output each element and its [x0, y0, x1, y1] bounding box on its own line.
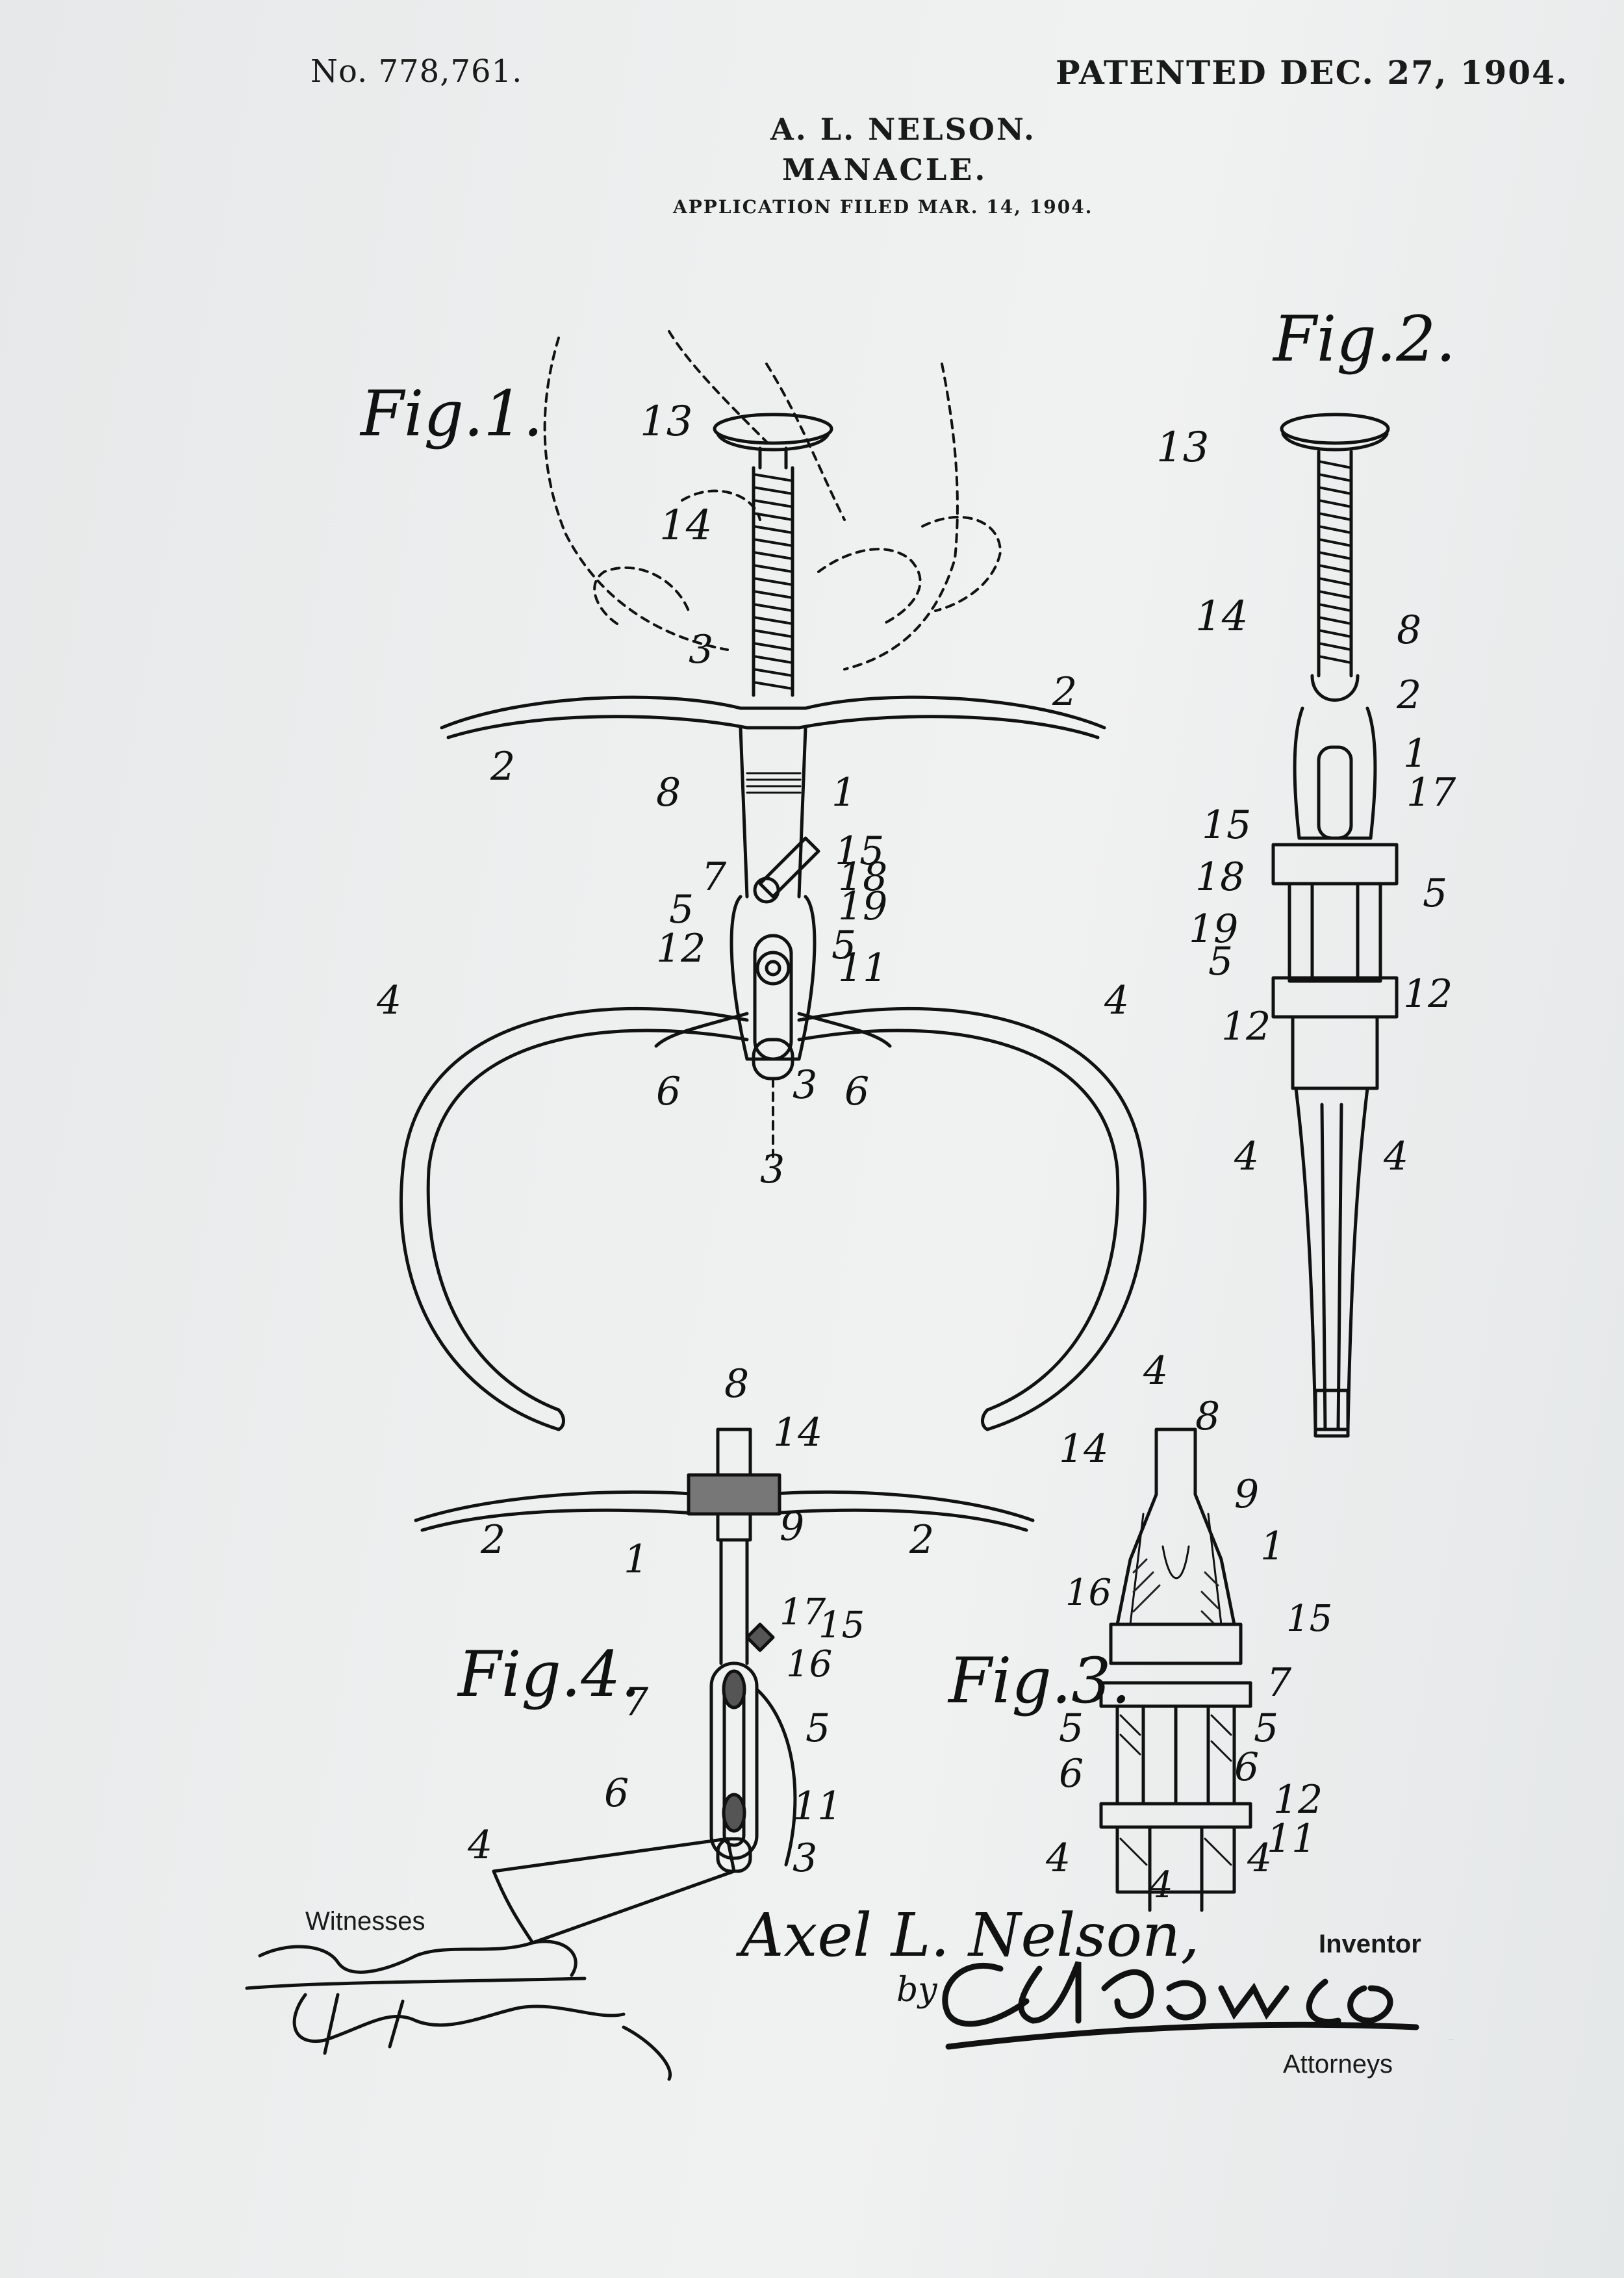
- ref-4: 4: [1143, 1348, 1168, 1394]
- ref-15: 15: [835, 828, 884, 874]
- ref-14: 14: [1059, 1426, 1108, 1472]
- witness-signatures: [245, 1939, 672, 2081]
- ref-5: 5: [1423, 871, 1447, 916]
- ref-4: 4: [1104, 978, 1129, 1023]
- attorneys-signature-mark: [942, 1961, 1419, 2050]
- attorneys-signature: C.A.Snow & Co.: [1449, 2040, 1454, 2041]
- ref-12: 12: [1403, 971, 1453, 1017]
- ref-3: 3: [793, 1062, 817, 1108]
- ref-1: 1: [831, 770, 856, 815]
- ref-4: 4: [1234, 1134, 1259, 1179]
- ref-5: 5: [669, 887, 694, 932]
- ref-3: 3: [793, 1836, 817, 1881]
- ref-19: 19: [1189, 906, 1238, 952]
- inventor-signature: Axel L. Nelson,: [735, 1900, 1200, 1970]
- ref-7: 7: [1267, 1660, 1292, 1706]
- fig1-drawing: [399, 330, 1147, 1431]
- ref-2: 2: [1052, 669, 1077, 715]
- ref-11: 11: [838, 945, 887, 991]
- ref-2: 2: [909, 1517, 934, 1563]
- ref-5: 5: [831, 923, 856, 968]
- ref-5: 5: [806, 1706, 830, 1751]
- ref-3: 3: [760, 1147, 785, 1192]
- ref-8: 8: [724, 1361, 749, 1407]
- ref-2: 2: [480, 1517, 505, 1563]
- ref-5: 5: [1254, 1706, 1278, 1751]
- ref-12: 12: [1273, 1777, 1323, 1823]
- invention-title: MANACLE.: [782, 152, 988, 187]
- ref-8: 8: [1397, 608, 1421, 653]
- fig3-caption: Fig.3.: [947, 1645, 1131, 1717]
- ref-13: 13: [640, 398, 692, 446]
- inventor-name: A. L. NELSON.: [770, 112, 1036, 147]
- ref-4: 4: [467, 1823, 492, 1868]
- ref-1: 1: [1260, 1524, 1285, 1569]
- fig2-caption: Fig.2.: [1272, 303, 1456, 376]
- patent-number: No. 778,761.: [311, 53, 523, 90]
- witnesses-label: Witnesses: [305, 1907, 425, 1936]
- ref-5: 5: [1208, 939, 1233, 984]
- fig4-caption: Fig.4.: [457, 1638, 641, 1711]
- patent-date: PATENTED DEC. 27, 1904.: [1056, 53, 1569, 92]
- ref-9: 9: [780, 1504, 804, 1550]
- ref-4: 4: [1383, 1134, 1408, 1179]
- ref-13: 13: [1156, 424, 1209, 472]
- ref-5: 5: [1059, 1706, 1084, 1751]
- fig1-caption: Fig.1.: [359, 378, 543, 450]
- fig3-labels: 4 8 14 9 1 16 15 7 5 5 6 6 12 11 4 4 4: [1045, 1348, 1332, 1906]
- ref-2: 2: [490, 744, 515, 789]
- by-label: by: [896, 1971, 937, 2010]
- fig1-labels: 13 14 3 2 2 8 1 15 7 18 19 5 5 12 11 4 4…: [376, 398, 1129, 1192]
- ref-3: 3: [689, 627, 713, 672]
- fig2-labels: 13 14 8 2 1 17 15 18 5 19 5 12 12 4 4: [1156, 424, 1456, 1179]
- ref-8: 8: [656, 770, 681, 815]
- ref-11: 11: [793, 1784, 842, 1829]
- fig4-drawing: [414, 1427, 1035, 1945]
- ref-14: 14: [659, 502, 712, 550]
- ref-6: 6: [604, 1771, 629, 1816]
- ref-4: 4: [1149, 1864, 1173, 1906]
- ref-4: 4: [376, 978, 401, 1023]
- application-filed-line: APPLICATION FILED MAR. 14, 1904.: [673, 196, 1093, 218]
- ref-1: 1: [1403, 731, 1428, 776]
- ref-6: 6: [1234, 1745, 1259, 1790]
- fig2-drawing: [1271, 413, 1399, 1438]
- ref-1: 1: [624, 1537, 648, 1582]
- attorneys-label: Attorneys: [1283, 2050, 1393, 2079]
- ref-6: 6: [1059, 1751, 1084, 1797]
- ref-14: 14: [773, 1410, 822, 1455]
- ref-2: 2: [1396, 672, 1421, 718]
- ref-18: 18: [838, 854, 887, 900]
- fig4-labels: 8 14 9 2 2 1 17 15 16 7 5 6 11 3 4: [467, 1361, 934, 1881]
- fig3-drawing: [1099, 1427, 1252, 1912]
- ref-19: 19: [838, 884, 887, 929]
- ref-12: 12: [1221, 1004, 1271, 1049]
- ref-12: 12: [656, 926, 705, 971]
- ref-15: 15: [1202, 802, 1251, 848]
- ref-14: 14: [1195, 593, 1248, 641]
- ref-18: 18: [1195, 854, 1245, 900]
- ref-4: 4: [1045, 1836, 1071, 1881]
- ref-16: 16: [786, 1643, 832, 1685]
- ref-8: 8: [1195, 1394, 1220, 1439]
- ref-4: 4: [1247, 1836, 1272, 1881]
- ref-6: 6: [844, 1069, 869, 1114]
- ref-16: 16: [1065, 1572, 1111, 1614]
- ref-15: 15: [1286, 1598, 1332, 1640]
- ref-11: 11: [1267, 1816, 1316, 1862]
- ref-7: 7: [624, 1680, 649, 1725]
- ref-9: 9: [1234, 1472, 1259, 1517]
- ref-15: 15: [818, 1604, 865, 1646]
- ref-6: 6: [656, 1069, 681, 1114]
- ref-17: 17: [1406, 770, 1456, 815]
- inventor-label: Inventor: [1319, 1930, 1421, 1958]
- ref-7: 7: [702, 854, 727, 900]
- ref-17: 17: [780, 1591, 826, 1633]
